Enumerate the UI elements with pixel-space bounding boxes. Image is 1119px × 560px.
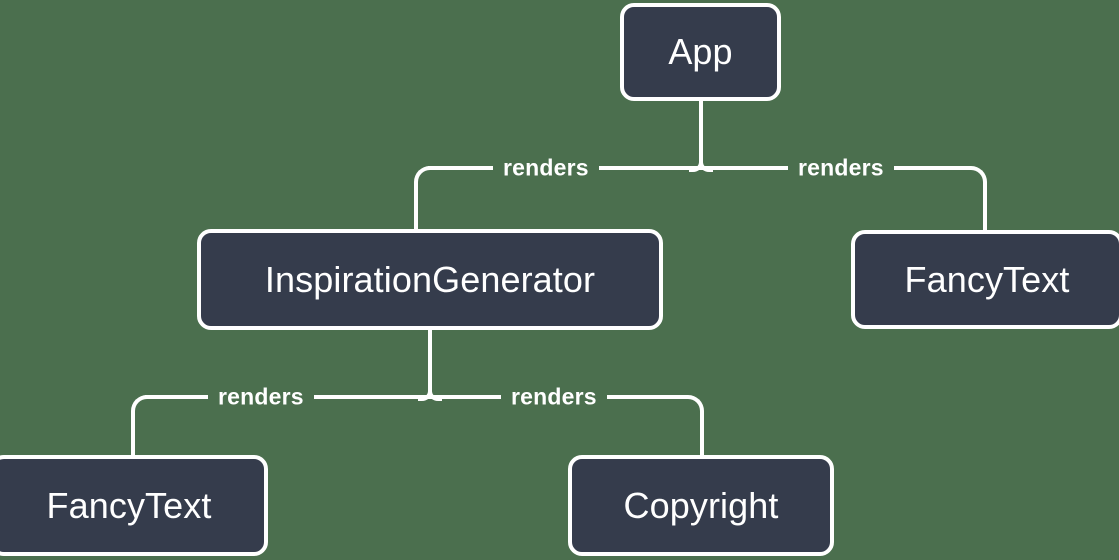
edge-label-app-to-fancytext: renders xyxy=(788,156,894,180)
connector-copyright-drop xyxy=(700,411,704,459)
connector-inspiration-left-elbow xyxy=(131,395,151,415)
node-copyright[interactable]: Copyright xyxy=(568,455,834,556)
connector-app-left-elbow xyxy=(414,166,434,186)
edge-label-inspiration-to-fancytext: renders xyxy=(208,385,314,409)
connector-inspiration-drop xyxy=(414,182,418,233)
connector-app-stem xyxy=(699,101,703,164)
node-fancytext-left[interactable]: FancyText xyxy=(0,455,268,556)
connector-fancytext-left-drop xyxy=(131,411,135,459)
connector-inspiration-right-elbow xyxy=(684,395,704,415)
connector-inspiration-junction-right-fillet xyxy=(428,386,442,401)
node-app[interactable]: App xyxy=(620,3,781,101)
connector-app-right-elbow xyxy=(967,166,987,186)
node-fancytext-right[interactable]: FancyText xyxy=(851,230,1119,329)
edge-label-app-to-inspiration: renders xyxy=(493,156,599,180)
connector-fancytext-right-drop xyxy=(983,182,987,234)
connector-inspiration-stem xyxy=(428,330,432,393)
edge-label-inspiration-to-copyright: renders xyxy=(501,385,607,409)
node-inspiration-generator[interactable]: InspirationGenerator xyxy=(197,229,663,330)
connector-app-junction-right-fillet xyxy=(699,157,713,172)
